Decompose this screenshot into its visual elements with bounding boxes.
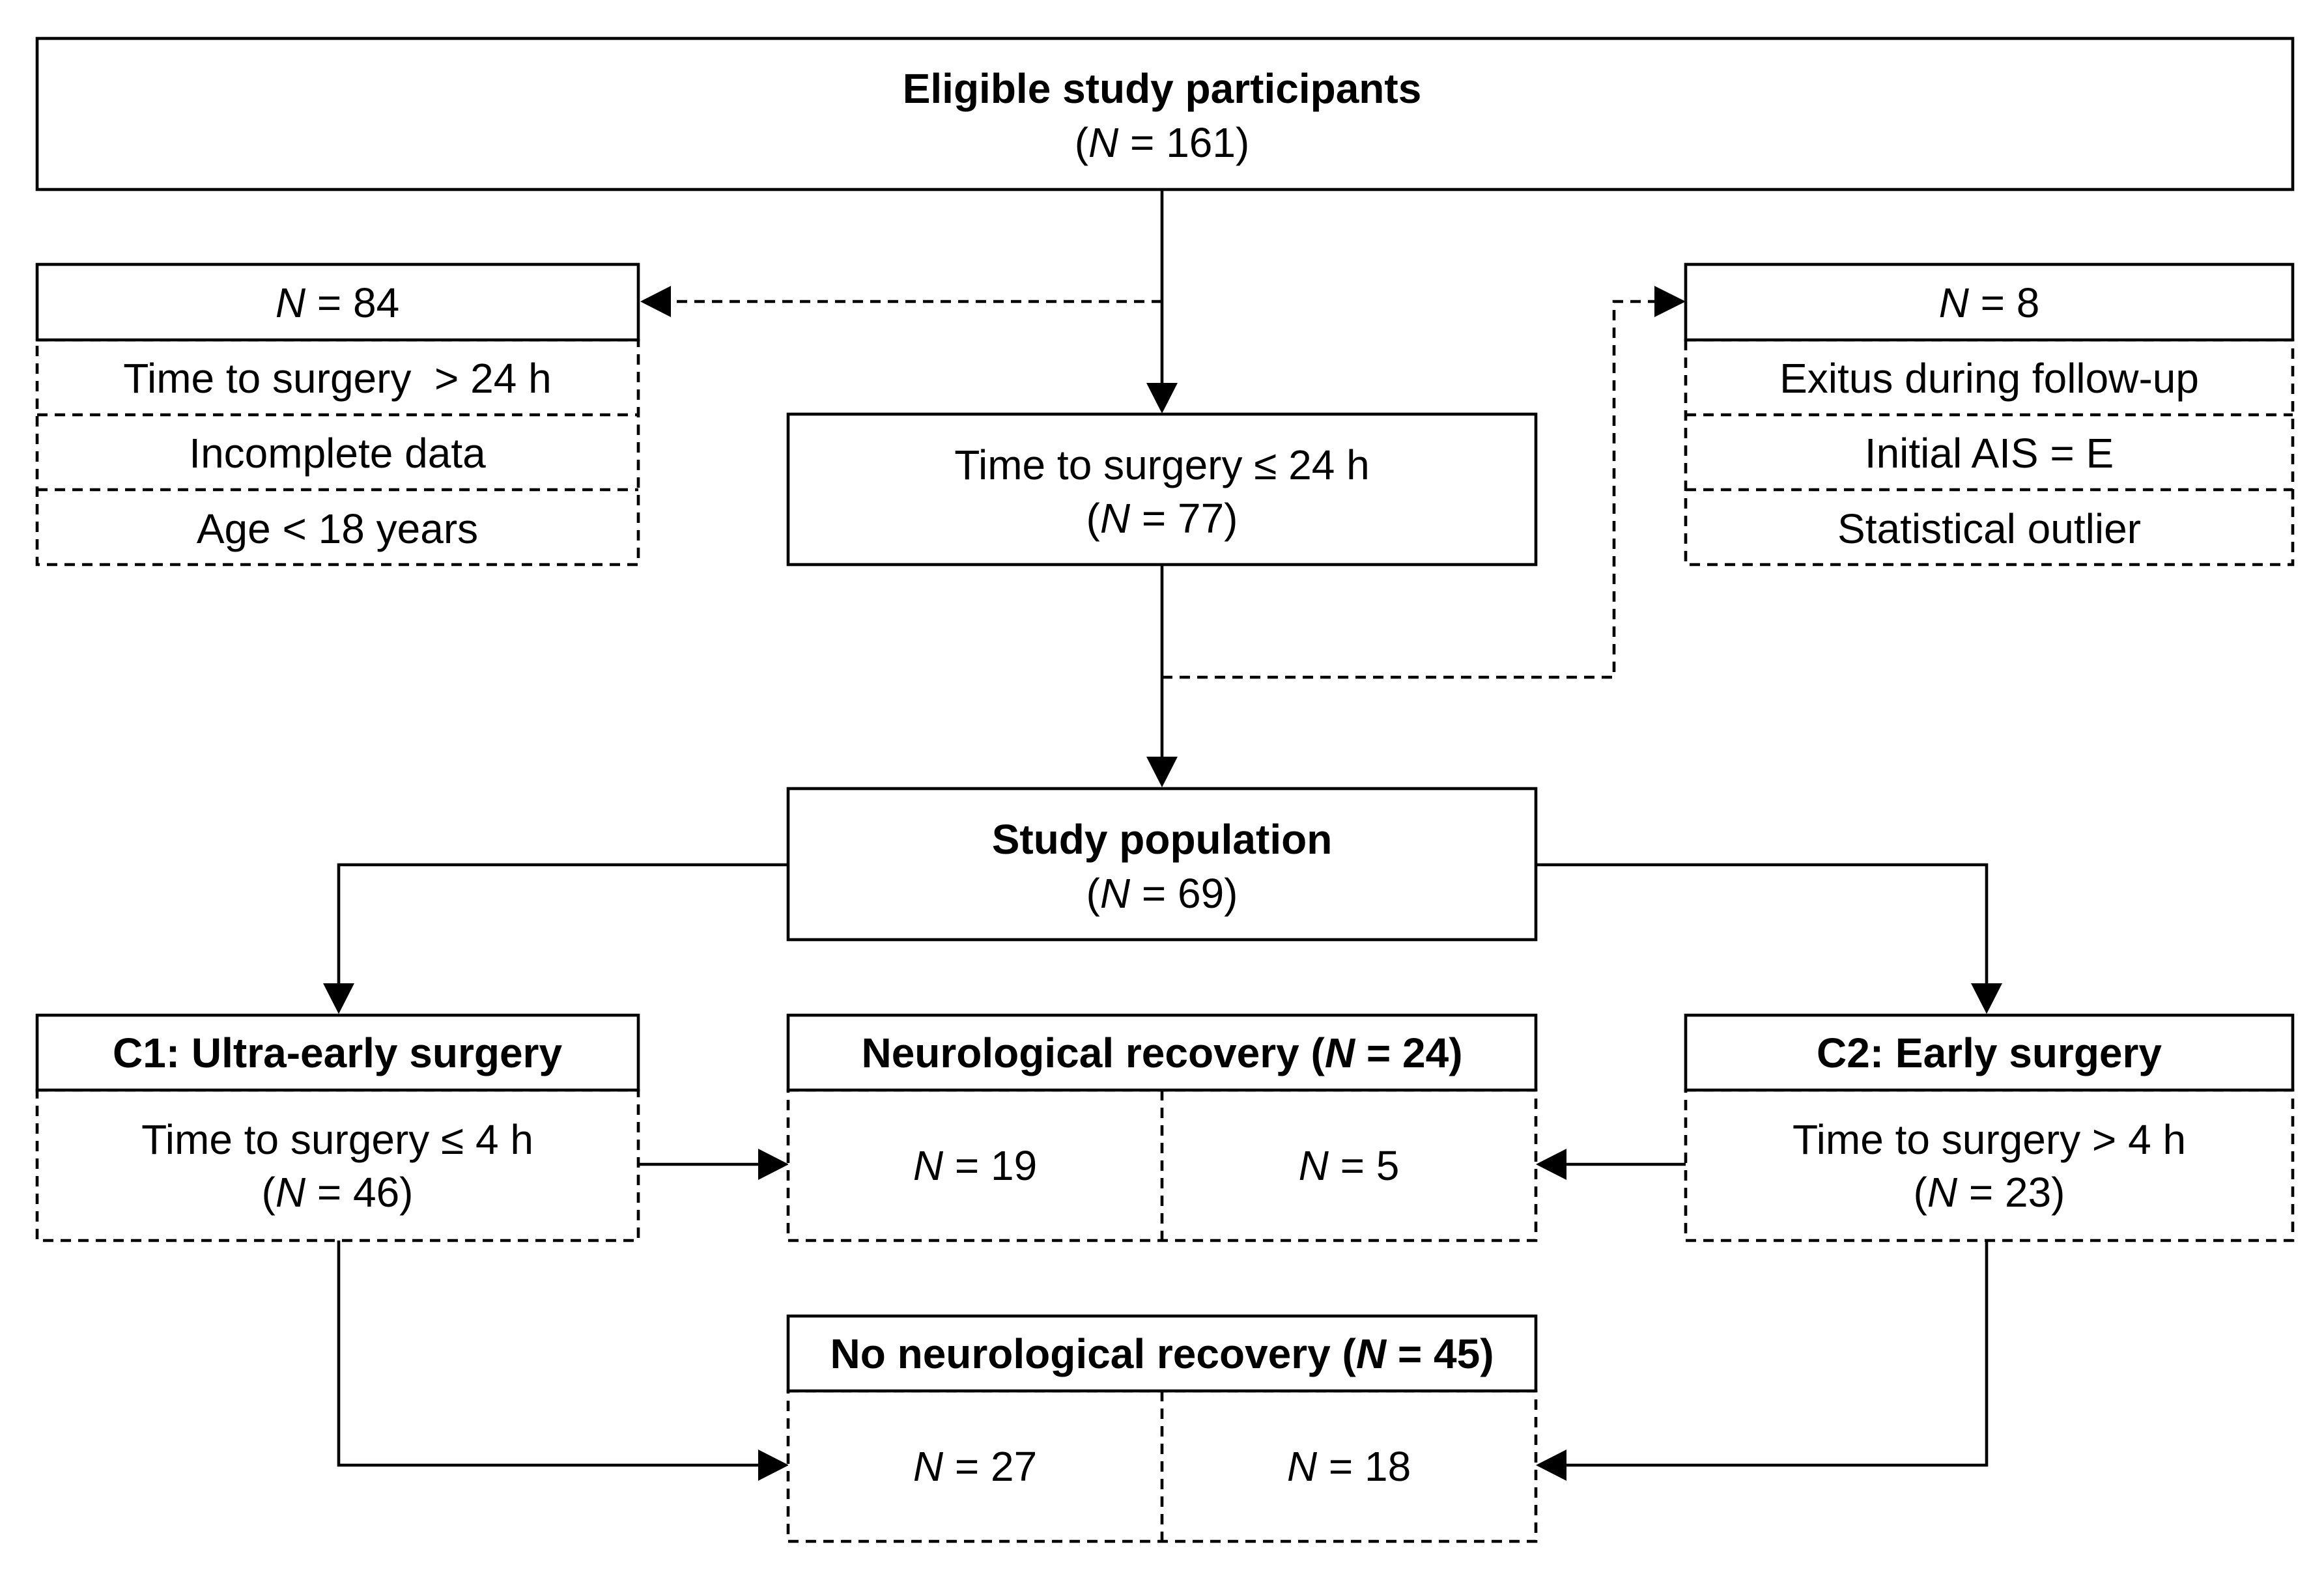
excluded-left-reason: Age < 18 years (197, 505, 478, 552)
connector-excluded-right (1162, 300, 1654, 679)
study-population-title: Study population (992, 816, 1333, 863)
study-population-box: Study population (N = 69) (786, 787, 1538, 942)
no-recovery-title: No neurological recovery (N = 45) (830, 1330, 1494, 1377)
excluded-left-reason: Incomplete data (189, 430, 486, 477)
neurological-recovery-box: Neurological recovery (N = 24) N = 19 N … (786, 1013, 1538, 1242)
arrowhead-study-population (1146, 757, 1178, 787)
excluded-left-reason: Time to surgery > 24 h (123, 355, 551, 402)
arrowhead-excluded-right (1654, 286, 1686, 317)
arrowhead-recovery-c1 (758, 1149, 789, 1180)
study-population-count: (N = 69) (1086, 870, 1238, 917)
time-box-title: Time to surgery ≤ 24 h (954, 442, 1369, 488)
c1-criterion: Time to surgery ≤ 4 h (141, 1116, 533, 1163)
no-neurological-recovery-box: No neurological recovery (N = 45) N = 27… (786, 1314, 1538, 1543)
neuro-recovery-c2-count: N = 5 (1299, 1142, 1400, 1189)
eligible-participants-box: Eligible study participants (N = 161) (35, 36, 2295, 191)
c2-count: (N = 23) (1914, 1169, 2065, 1216)
neuro-recovery-c1-count: N = 19 (913, 1142, 1037, 1189)
connectors (323, 189, 2002, 1481)
arrowhead-c1 (323, 983, 354, 1014)
excluded-left-box: N = 84 Time to surgery > 24 h Incomplete… (35, 262, 640, 567)
connector-study-to-c1 (337, 863, 788, 983)
excluded-right-reason: Statistical outlier (1837, 505, 2141, 552)
c2-criterion: Time to surgery > 4 h (1793, 1116, 2186, 1163)
eligible-count: (N = 161) (1075, 119, 1250, 166)
c2-title: C2: Early surgery (1817, 1030, 2162, 1076)
arrowhead-c2 (1971, 983, 2002, 1014)
time-box-count: (N = 77) (1086, 495, 1238, 542)
arrowhead-time-box (1146, 383, 1178, 414)
time-to-surgery-box: Time to surgery ≤ 24 h (N = 77) (786, 412, 1538, 567)
c1-ultra-early-box: C1: Ultra-early surgery Time to surgery … (35, 1013, 640, 1242)
arrowhead-recovery-c2 (1536, 1149, 1566, 1180)
c1-title: C1: Ultra-early surgery (113, 1030, 562, 1076)
no-recovery-c2-count: N = 18 (1287, 1443, 1411, 1490)
no-recovery-c1-count: N = 27 (913, 1443, 1037, 1490)
c1-count: (N = 46) (262, 1169, 414, 1216)
arrowhead-no-recovery-c1 (758, 1450, 789, 1481)
excluded-right-count: N = 8 (1939, 279, 2040, 326)
connector-c1-to-no-recovery (337, 1241, 758, 1467)
eligible-title: Eligible study participants (903, 65, 1422, 112)
excluded-right-reason: Initial AIS = E (1865, 430, 2114, 477)
excluded-right-reason: Exitus during follow-up (1779, 355, 2199, 402)
connector-c2-to-no-recovery (1566, 1241, 1989, 1467)
neuro-recovery-title: Neurological recovery (N = 24) (861, 1030, 1462, 1076)
c2-early-box: C2: Early surgery Time to surgery > 4 h … (1684, 1013, 2295, 1242)
connector-study-to-c2 (1536, 863, 1989, 983)
arrowhead-excluded-left (640, 286, 671, 317)
arrowhead-no-recovery-c2 (1536, 1450, 1566, 1481)
excluded-right-box: N = 8 Exitus during follow-up Initial AI… (1684, 262, 2295, 567)
excluded-left-count: N = 84 (276, 279, 399, 326)
